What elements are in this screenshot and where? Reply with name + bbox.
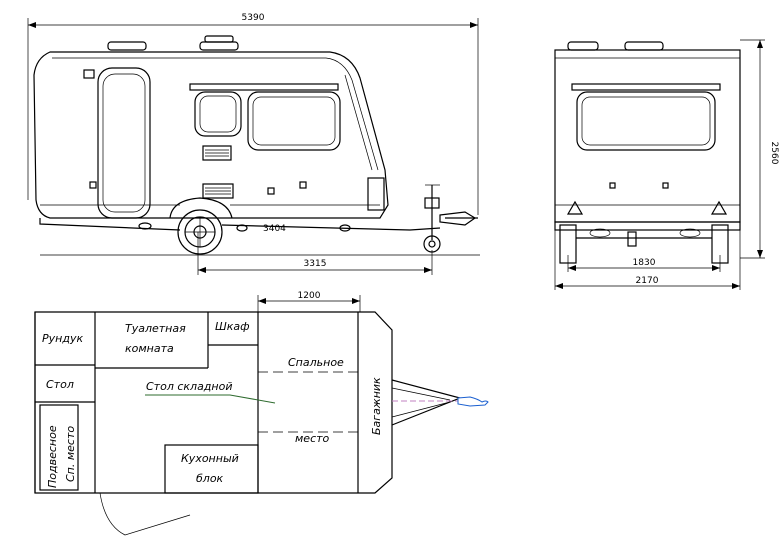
front-view: 2560 1830 2170 (554, 39, 779, 290)
axle-label: 3404 (263, 224, 286, 234)
toilet-label-line1: Туалетная (125, 322, 186, 335)
room-width-label: 1200 (298, 291, 321, 301)
side-view: 5390 (27, 13, 480, 275)
hitch-dimension-label: 3315 (304, 259, 327, 269)
small-window (194, 91, 242, 137)
door-swing-arc (99, 492, 191, 536)
kitchen-block (164, 444, 259, 494)
side-door (97, 67, 151, 219)
front-window (576, 91, 716, 151)
folding-table-line (145, 394, 276, 404)
floor-plan: 1200 Ру (34, 291, 489, 536)
hitch-assembly (423, 184, 478, 253)
kitchen-label-line2: блок (196, 472, 224, 485)
rundyk-label: Рундук (42, 332, 83, 345)
sleeping-label-line2: место (295, 432, 330, 445)
hanging-bed-box (39, 404, 79, 491)
wardrobe-label: Шкаф (215, 320, 250, 333)
folding-table-label: Стол складной (146, 380, 233, 393)
front-body (554, 49, 741, 223)
kitchen-label-line1: Кухонный (181, 452, 239, 465)
overall-length-label: 5390 (242, 13, 265, 23)
large-window (247, 91, 341, 151)
luggage-label: Багажник (370, 377, 383, 435)
track-dimension-label: 1830 (633, 258, 656, 268)
hanging-label-line1: Подвесное (46, 425, 59, 488)
hanging-label-line2: Сп. место (64, 426, 77, 482)
side-vent-upper (202, 145, 232, 161)
drawbar (391, 379, 489, 426)
side-vent-lower (202, 183, 234, 199)
wheel (177, 209, 223, 255)
table-label: Стол (46, 378, 74, 391)
height-dimension-label: 2560 (769, 142, 779, 165)
trailer-body-outline (33, 51, 389, 219)
width-dimension-label: 2170 (636, 276, 659, 286)
sleeping-label-line1: Спальное (288, 356, 344, 369)
toilet-label-line2: комната (125, 342, 174, 355)
